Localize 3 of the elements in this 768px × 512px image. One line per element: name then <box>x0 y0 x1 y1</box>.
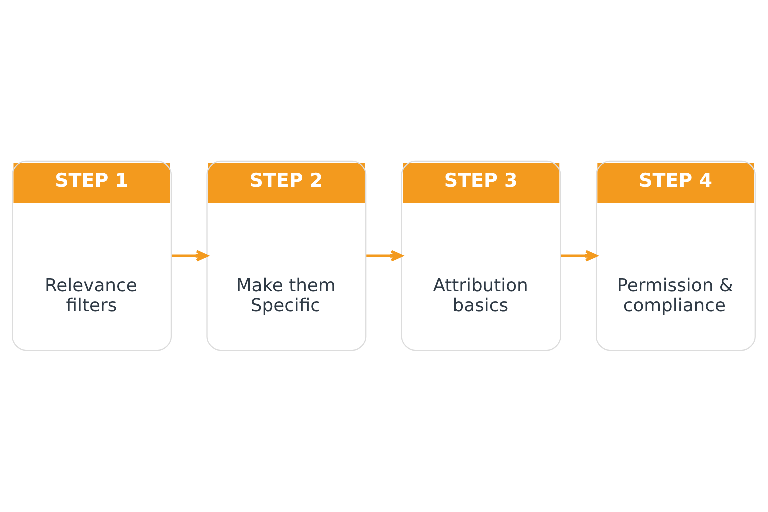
arrow <box>172 250 208 262</box>
arrow <box>561 250 598 262</box>
arrow <box>366 250 404 262</box>
